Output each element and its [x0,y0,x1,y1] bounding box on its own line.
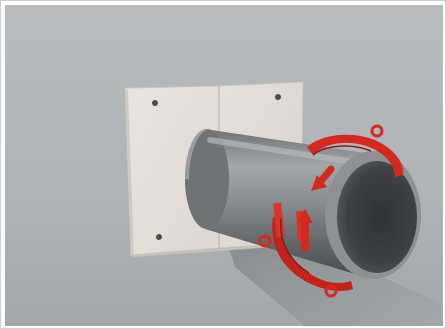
screw-top-left [152,100,158,106]
pipe-opening [337,161,417,273]
pipe-collar-illustration [5,5,443,326]
screw-top-right [275,94,281,100]
illustration-svg [5,5,443,326]
screw-bottom-left [156,234,162,240]
